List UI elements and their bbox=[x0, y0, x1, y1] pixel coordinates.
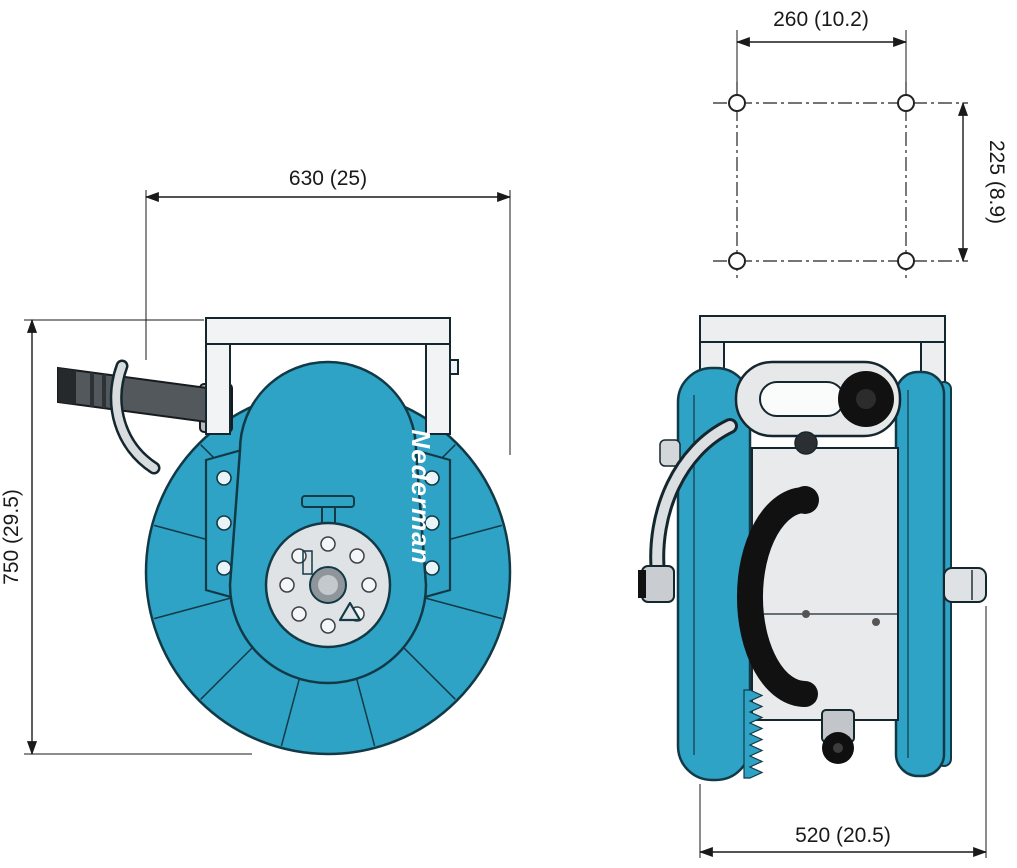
mounting-holes bbox=[728, 94, 915, 270]
front-view: Nederman 630 (25) bbox=[0, 167, 512, 756]
coiled-hose bbox=[737, 486, 819, 707]
hub-slot bbox=[302, 550, 313, 575]
left-guide-arm bbox=[638, 418, 738, 603]
dim-label-hole-spacing-height: 225 (8.9) bbox=[985, 140, 1008, 224]
carry-handle bbox=[734, 360, 902, 455]
right-spindle bbox=[943, 567, 987, 603]
dim-label-front-height: 750 (29.5) bbox=[0, 489, 23, 585]
brand-logo-text: Nederman bbox=[406, 429, 436, 564]
side-view: 260 (10.2) 225 (8.9) bbox=[638, 8, 1008, 858]
dim-label-hole-spacing-width: 260 (10.2) bbox=[773, 8, 869, 31]
cable-clip bbox=[659, 439, 681, 467]
bottom-wheel bbox=[821, 709, 855, 764]
mounting-bracket-front bbox=[205, 317, 459, 435]
dimension-front-width: 630 (25) bbox=[144, 167, 512, 455]
hose bbox=[57, 366, 223, 426]
mounting-hole-pattern bbox=[713, 82, 968, 282]
hub bbox=[264, 521, 392, 649]
dim-label-front-width: 630 (25) bbox=[289, 167, 367, 190]
dimension-front-height: 750 (29.5) bbox=[0, 318, 252, 756]
dimension-hole-spacing-width: 260 (10.2) bbox=[735, 8, 908, 86]
knob bbox=[794, 431, 818, 455]
right-flange bbox=[894, 370, 952, 778]
left-flange bbox=[659, 366, 752, 782]
dimension-hole-spacing-height: 225 (8.9) bbox=[957, 101, 1008, 263]
bracket-pin bbox=[449, 359, 459, 375]
ratchet-teeth bbox=[743, 689, 764, 779]
warning-triangle-icon bbox=[338, 601, 362, 622]
dim-label-side-depth: 520 (20.5) bbox=[795, 824, 891, 847]
dimension-side-depth: 520 (20.5) bbox=[698, 606, 988, 858]
hose-guide-arm bbox=[109, 359, 161, 475]
